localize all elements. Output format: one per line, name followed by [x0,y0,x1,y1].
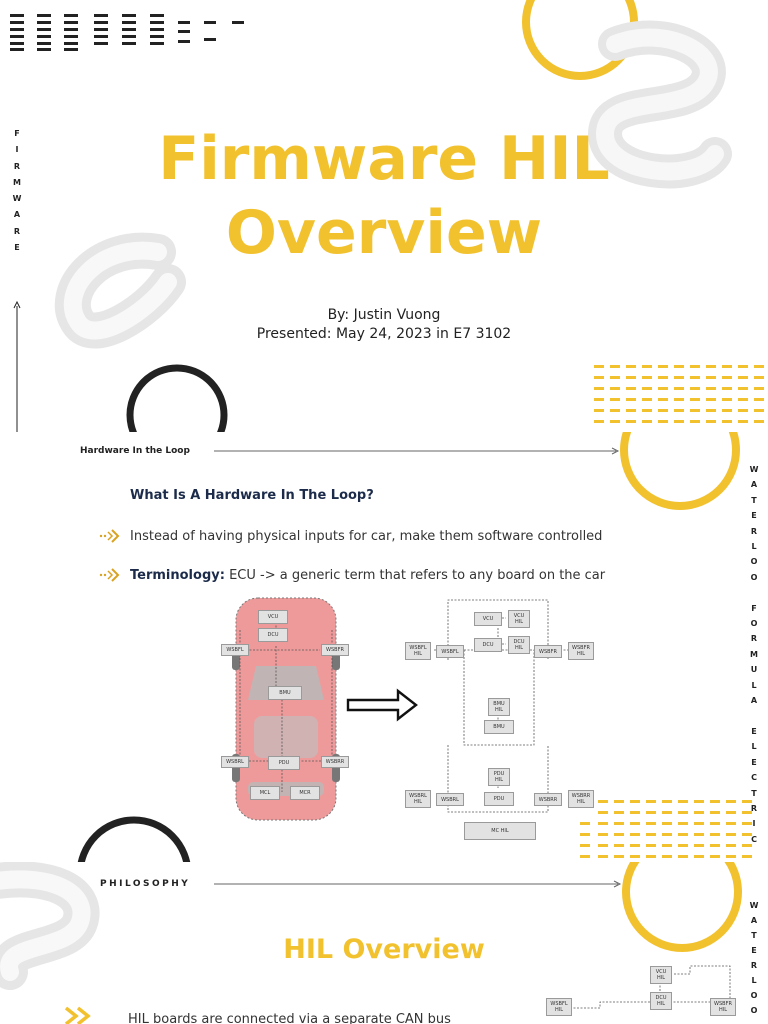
yellow-dash-grid-decoration [594,365,764,423]
up-arrow-icon [13,300,21,432]
hil-can-diagram: VCU HIL DCU HIL WSBFL HIL WSBFR HIL [540,962,740,1024]
ecu-mcr: MCR [290,786,320,800]
hil-vcu: VCU HIL [508,610,530,628]
black-ring-decoration [126,364,228,432]
white-brush-stroke-decoration [0,862,100,990]
author: By: Justin Vuong [327,307,441,323]
ecu-wsbrr: WSBRR [534,793,562,806]
bullet-item: HIL boards are connected via a separate … [128,1012,451,1024]
hil-wsbfl: WSBFL HIL [546,998,572,1016]
ecu-mcl: MCL [250,786,280,800]
barcode-decoration [10,14,244,51]
section-label: PHILOSOPHY [100,879,191,889]
hil-system-diagram: VCU VCU HIL DCU DCU HIL WSBFL HIL WSBFL … [404,599,596,813]
chevron-bullet-icon [99,529,120,543]
white-brush-stroke-decoration [54,232,186,349]
bullet-item: Instead of having physical inputs for ca… [98,528,602,544]
yellow-dash-grid-decoration [580,800,752,858]
car-outline-illustration [232,597,340,821]
ecu-wsbfl: WSBFL [436,645,464,658]
white-brush-stroke-decoration [587,20,732,189]
ecu-wsbfr: WSBFR [534,645,562,658]
page-title: Firmware HIL Overview [158,124,610,268]
car-ecu-diagram: VCU DCU WSBFL WSBFR BMU WSBRL PDU WSBRR … [220,596,352,822]
hil-vcu: VCU HIL [650,966,672,984]
hil-wsbfl: WSBFL HIL [405,642,431,660]
bullet-item: Terminology: ECU -> a generic term that … [98,567,605,583]
ecu-pdu: PDU [268,756,300,770]
hil-wsbfr: WSBFR HIL [710,998,736,1016]
double-arrow-bullet-icon [64,1006,91,1024]
hil-wsbfr: WSBFR HIL [568,642,594,660]
hil-dcu: DCU HIL [650,992,672,1010]
ecu-wsbfl: WSBFL [221,644,249,656]
section-label: Hardware In the Loop [80,446,190,456]
ecu-dcu: DCU [474,638,502,652]
hil-mc: MC HIL [464,822,536,840]
ecu-wsbrr: WSBRR [321,756,349,768]
yellow-ring-decoration [622,862,742,952]
hil-wsbrr: WSBRR HIL [568,790,594,808]
slide-title: HIL Overview [283,934,485,965]
right-arrow-icon [214,447,620,455]
byline: By: Justin Vuong Presented: May 24, 2023… [0,306,768,344]
chevron-bullet-icon [99,568,120,582]
ecu-vcu: VCU [474,612,502,626]
ecu-wsbrl: WSBRL [221,756,249,768]
hil-wsbrl: WSBRL HIL [405,790,431,808]
ecu-vcu: VCU [258,610,288,624]
right-arrow-icon [214,880,622,888]
yellow-ring-decoration [620,432,740,510]
hil-dcu: DCU HIL [508,636,530,654]
ecu-dcu: DCU [258,628,288,642]
presented-date: Presented: May 24, 2023 in E7 3102 [256,326,512,342]
ecu-wsbrl: WSBRL [436,793,464,806]
ecu-bmu: BMU [268,686,302,700]
ecu-pdu: PDU [484,792,514,806]
ecu-bmu: BMU [484,720,514,734]
ecu-wsbfr: WSBFR [321,644,349,656]
black-ring-decoration [77,816,191,862]
hil-definition-slide: Hardware In the Loop What Is A Hardware … [0,432,768,862]
hil-bmu: BMU HIL [488,698,510,716]
hil-pdu: PDU HIL [488,768,510,786]
section-heading: What Is A Hardware In The Loop? [130,488,374,503]
transform-arrow-icon [346,688,418,722]
